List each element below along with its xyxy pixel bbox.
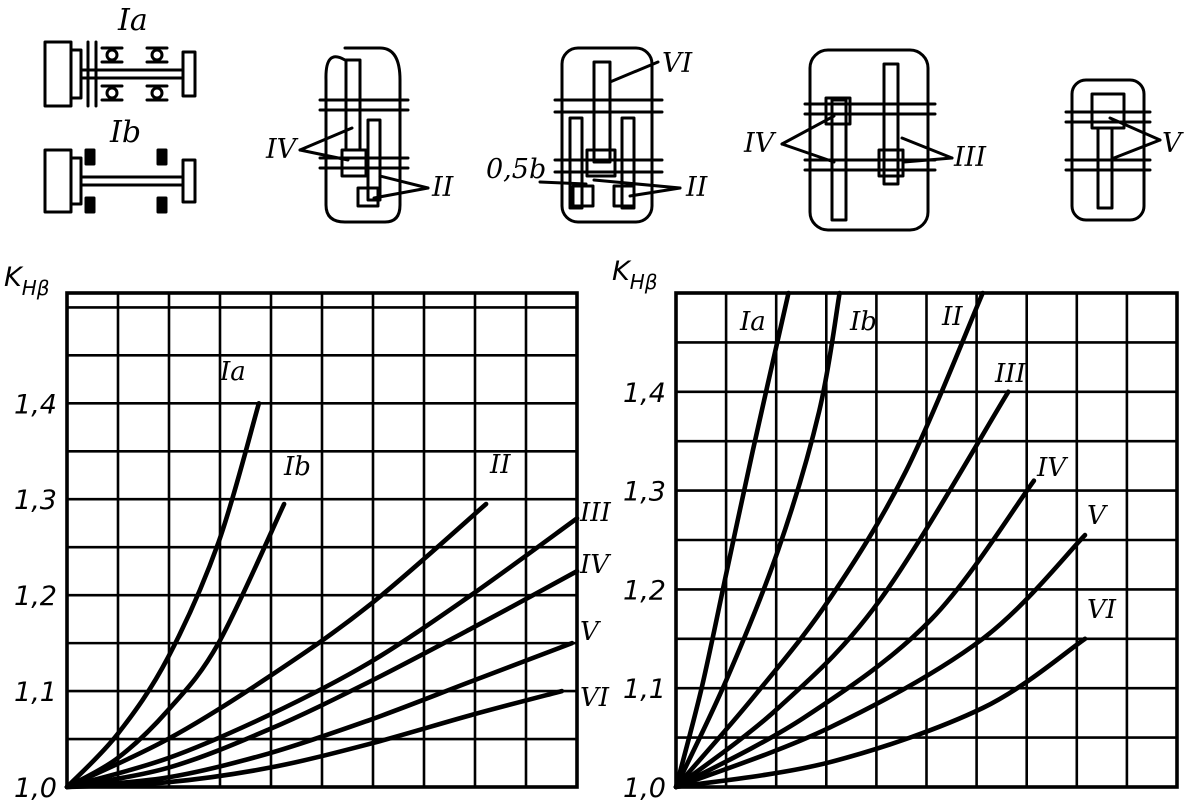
series-line-v xyxy=(673,532,1088,790)
series-label-vi: VI xyxy=(580,683,610,713)
y-tick-label: 1,0 xyxy=(14,773,57,804)
scheme-ib xyxy=(43,148,197,214)
series-label-ii: II xyxy=(489,450,511,480)
series-label-ia: Ia xyxy=(219,357,246,387)
y-tick-label: 1,1 xyxy=(14,677,57,708)
series-line-iv xyxy=(673,478,1037,790)
y-axis-title-sub: Hβ xyxy=(22,276,50,300)
series-label-v: V xyxy=(1087,501,1108,531)
label-d3-ii: II xyxy=(685,172,709,203)
label-d4-iii: III xyxy=(953,142,987,173)
series-line-ib xyxy=(673,290,842,790)
y-tick-label: 1,1 xyxy=(623,674,666,705)
series-line-ia xyxy=(64,401,262,790)
series-line-v xyxy=(64,640,575,790)
y-tick-label: 1,3 xyxy=(623,477,666,508)
plot-frame xyxy=(65,291,579,789)
plot-frame xyxy=(674,291,1179,789)
series-line-ib xyxy=(64,501,287,790)
scheme-4 xyxy=(780,48,954,232)
y-tick-label: 1,4 xyxy=(623,378,666,409)
series-line-ia xyxy=(673,290,791,790)
label-ib-scheme: Ib xyxy=(109,115,141,150)
y-axis-title-sub: Hβ xyxy=(630,270,658,294)
scheme-ia xyxy=(43,40,197,108)
scheme-3 xyxy=(538,46,682,224)
series-line-ii xyxy=(64,501,489,790)
label-d3-vi: VI xyxy=(662,48,693,79)
series-label-vi: VI xyxy=(1087,595,1117,625)
series-line-iii xyxy=(64,516,580,790)
series-line-vi xyxy=(673,636,1088,790)
series-label-ia: Ia xyxy=(739,307,766,337)
series-line-ii xyxy=(673,290,985,790)
scheme-2 xyxy=(298,46,430,224)
y-tick-label: 1,0 xyxy=(623,773,666,804)
y-tick-label: 1,2 xyxy=(623,575,666,606)
ib-scheme-text: Ib xyxy=(109,115,141,150)
series-line-vi xyxy=(64,688,565,790)
series-line-iv xyxy=(64,568,580,790)
y-axis-title: KHβ xyxy=(612,256,658,294)
y-tick-label: 1,2 xyxy=(14,581,57,612)
y-axis-title-main: K xyxy=(612,256,632,287)
label-d2-ii: II xyxy=(431,172,455,203)
series-label-iii: III xyxy=(994,359,1027,389)
series-label-v: V xyxy=(580,617,601,647)
y-tick-label: 1,4 xyxy=(14,389,57,420)
series-label-iv: IV xyxy=(579,550,611,580)
series-label-iii: III xyxy=(579,498,612,528)
y-tick-label: 1,3 xyxy=(14,485,57,516)
series-label-ii: II xyxy=(941,302,963,332)
series-label-ib: Ib xyxy=(283,452,311,482)
scheme-5 xyxy=(1064,78,1162,222)
label-d5-v: V xyxy=(1162,128,1184,159)
y-axis-title-main: K xyxy=(4,262,24,293)
label-d3-halfb: 0,5b xyxy=(486,154,546,185)
series-label-ib: Ib xyxy=(849,307,877,337)
label-d4-iv: IV xyxy=(743,128,777,159)
label-ia-scheme: Ia xyxy=(117,3,148,38)
series-line-iii xyxy=(673,389,1011,790)
series-label-iv: IV xyxy=(1036,453,1068,483)
label-d2-iv: IV xyxy=(265,134,299,165)
y-axis-title: KHβ xyxy=(4,262,50,300)
